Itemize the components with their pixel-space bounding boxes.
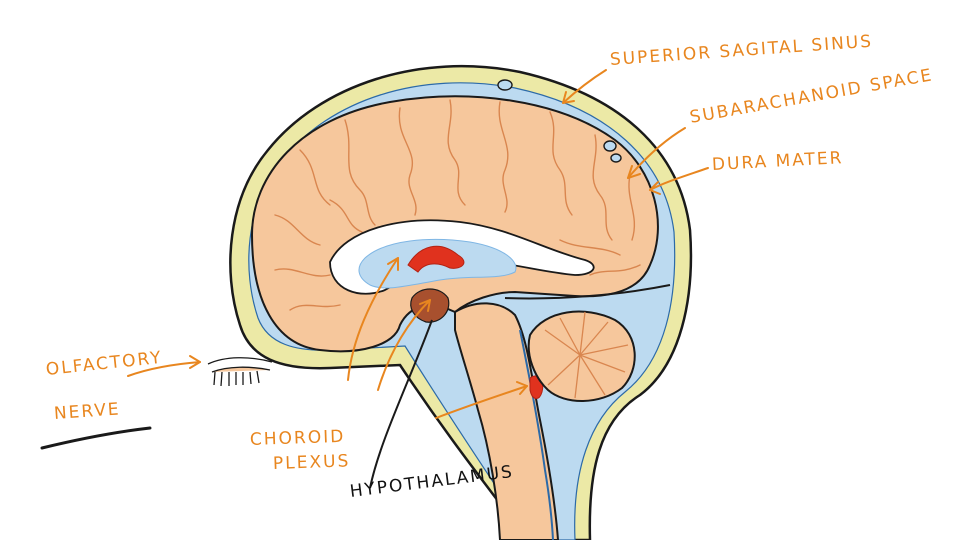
nerve-underline — [40, 426, 152, 450]
arachnoid-granulations — [497, 79, 622, 163]
pointer-arrows — [127, 69, 709, 419]
hypothalamus-pointer — [369, 319, 433, 489]
olfactory-nerve-drawing — [207, 357, 273, 387]
brainstem — [454, 302, 560, 540]
tentorium — [504, 284, 671, 300]
label-choroid: CHOROID — [249, 426, 346, 450]
choroid-plexus-lateral — [407, 245, 465, 273]
central-canal — [519, 329, 554, 540]
gyri-lines — [274, 99, 641, 311]
cerebellum-folia — [544, 311, 629, 399]
label-plexus: PLEXUS — [272, 451, 351, 474]
